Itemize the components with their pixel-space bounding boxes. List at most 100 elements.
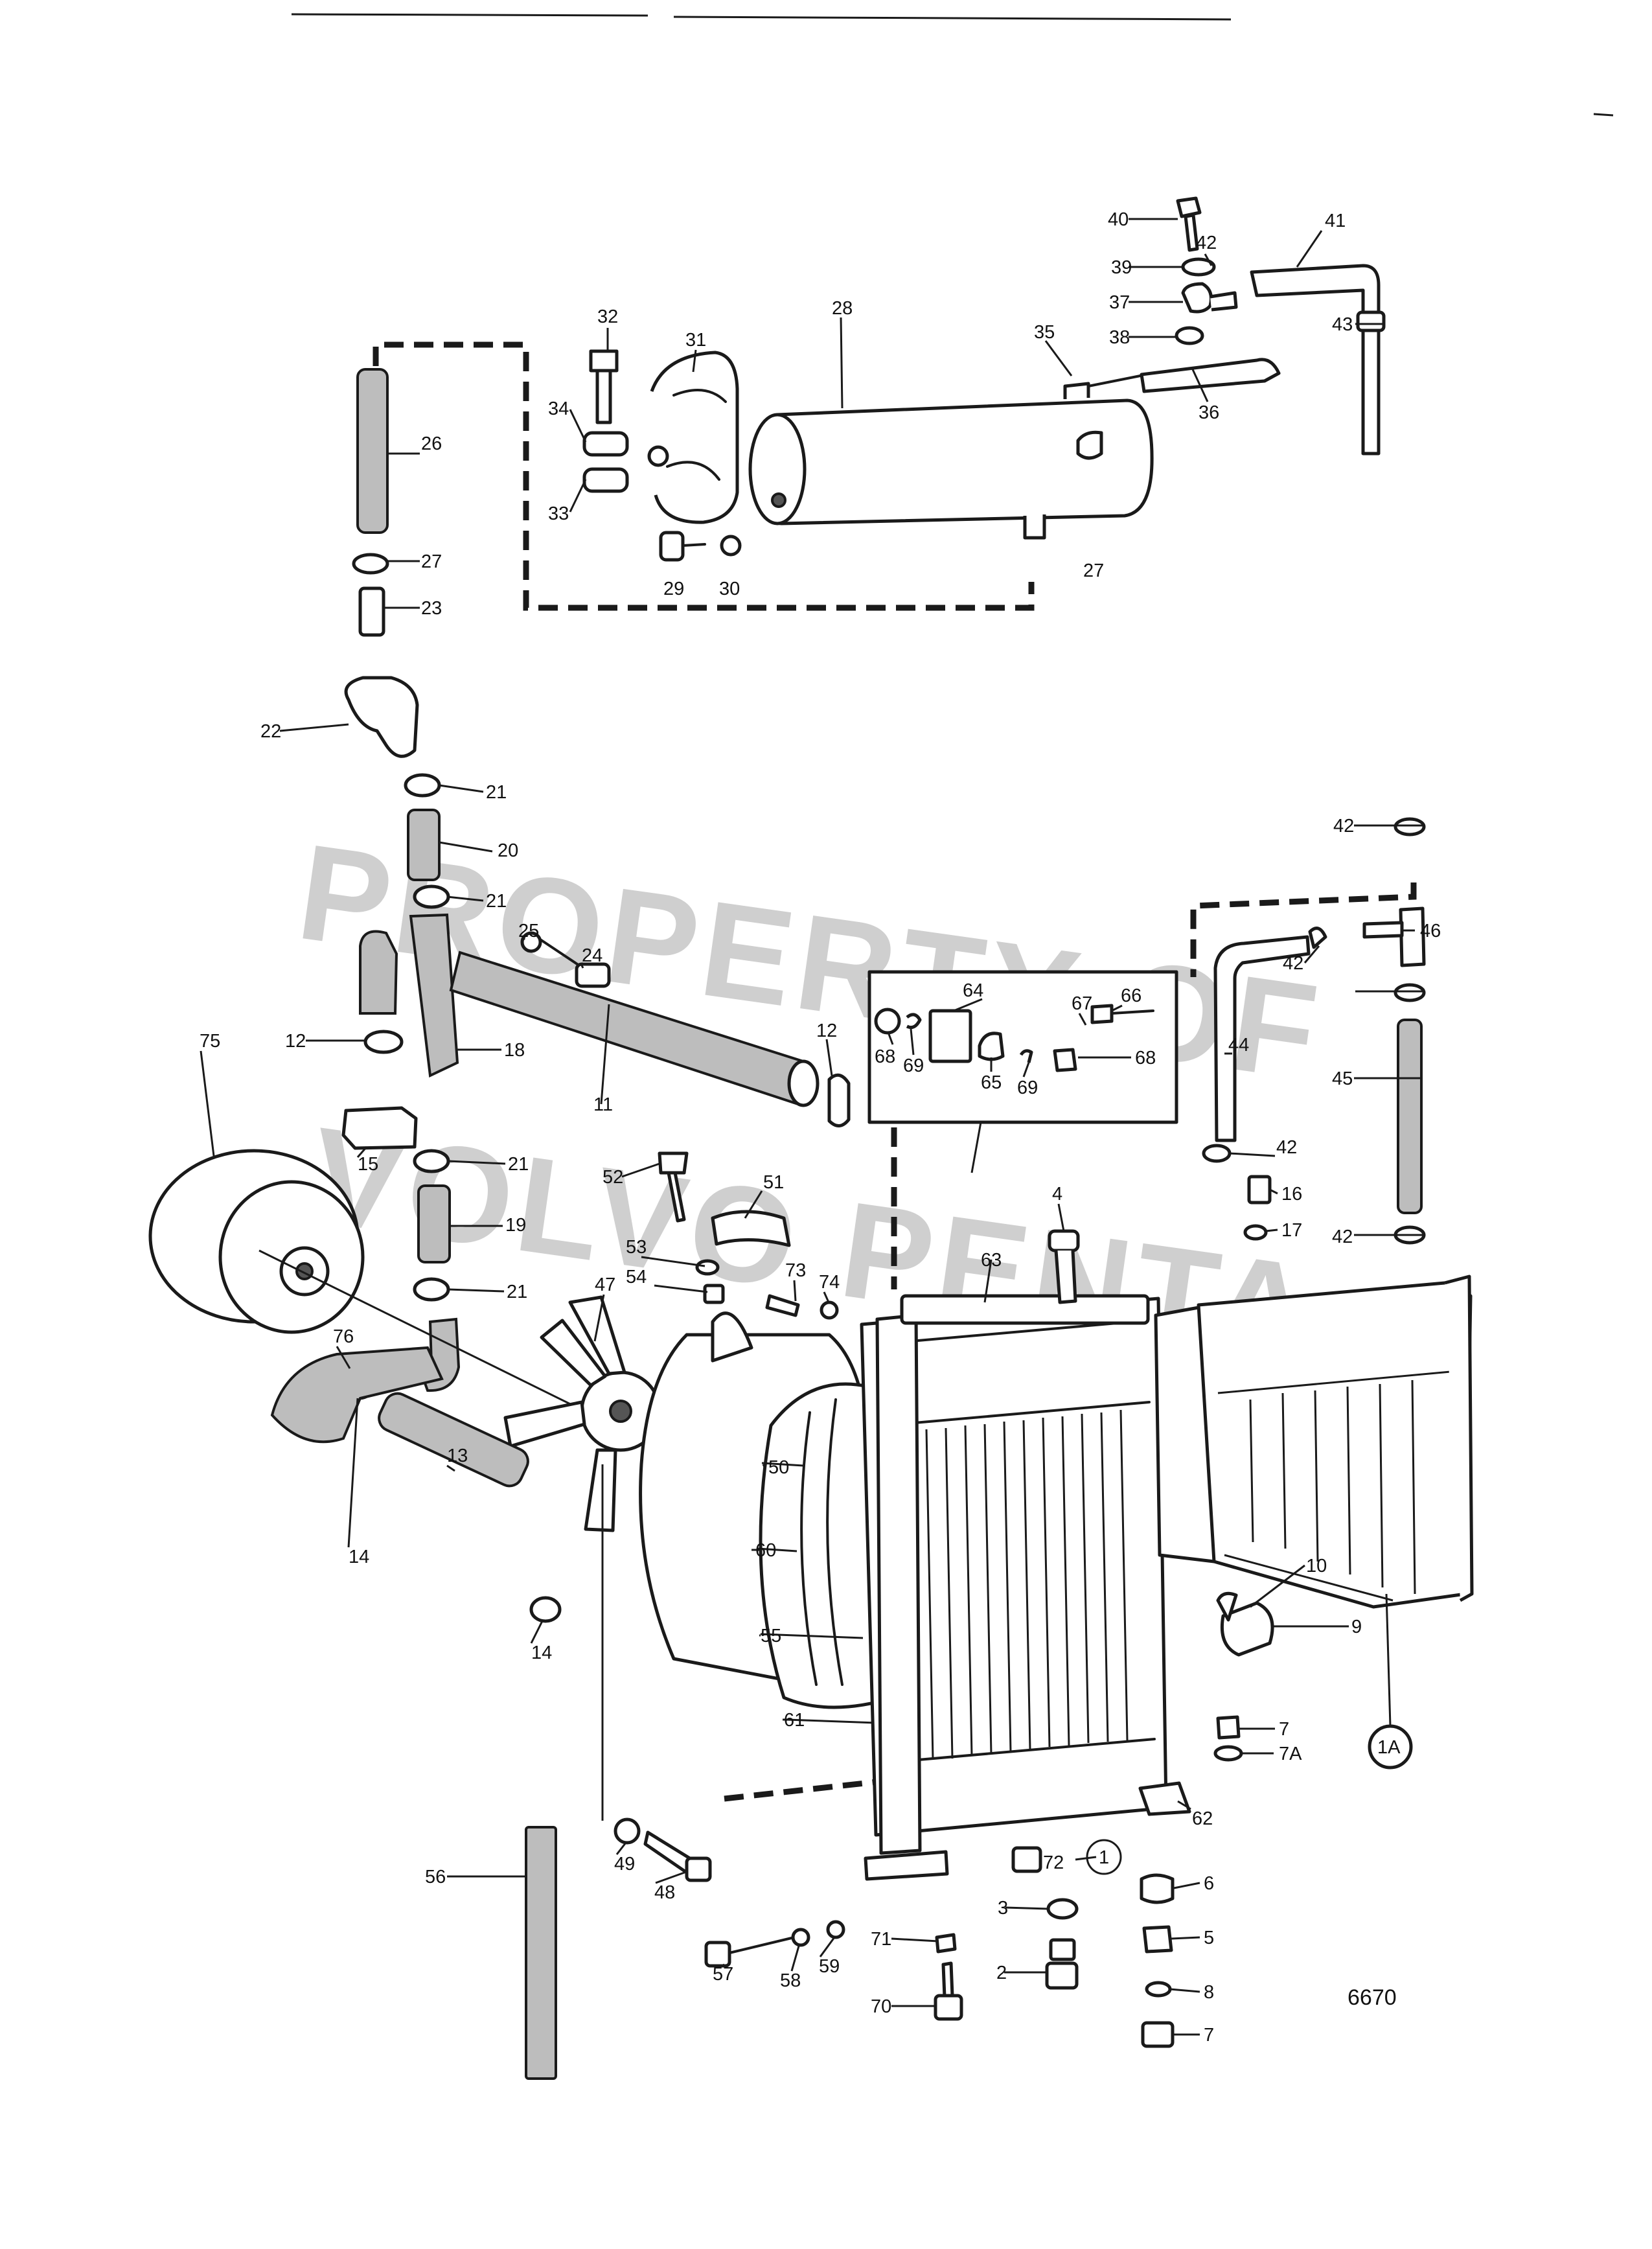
callout-21: 21 [486,782,507,803]
callout-61: 61 [784,1710,805,1731]
callout-9: 9 [1351,1617,1362,1637]
callout-15: 15 [358,1154,378,1175]
callout-71: 71 [871,1929,891,1950]
callout-35: 35 [1034,322,1055,343]
side-tank-fins [1249,1379,1416,1595]
drawing-number: 6670 [1348,1985,1397,2010]
callout-21: 21 [507,1282,527,1302]
callout-30: 30 [719,579,740,599]
callout-32: 32 [597,306,618,327]
callout-42: 42 [1276,1137,1297,1158]
callout-13: 13 [447,1446,468,1466]
tank-strap [647,351,739,524]
connecting-pipe [449,931,851,1127]
callout-2: 2 [996,1963,1007,1983]
callout-67: 67 [1072,993,1092,1014]
callout-45: 45 [1332,1068,1353,1089]
callout-46: 46 [1420,921,1441,941]
callout-27: 27 [421,551,442,572]
callout-62: 62 [1192,1808,1213,1829]
callout-11: 11 [593,1094,613,1115]
callout-42: 42 [1283,953,1303,974]
callout-18: 18 [504,1040,525,1061]
strap-bolt-assembly [582,349,742,562]
callout-64: 64 [963,980,983,1001]
callout-53: 53 [626,1237,647,1258]
callout-66: 66 [1121,986,1141,1006]
callout-42: 42 [1333,816,1354,836]
callout-12: 12 [285,1031,306,1052]
callout-75: 75 [200,1031,220,1052]
callout-4: 4 [1052,1184,1062,1205]
callout-14: 14 [531,1643,552,1663]
callout-74: 74 [819,1272,840,1293]
callout-24: 24 [582,945,602,966]
callout-43: 43 [1332,314,1353,335]
callout-14: 14 [349,1547,369,1567]
pulley [148,1149,648,1444]
callout-69: 69 [903,1055,924,1076]
callout-44: 44 [1228,1035,1249,1055]
callout-68: 68 [1135,1048,1156,1068]
callout-31: 31 [685,330,706,351]
callout-47: 47 [595,1274,615,1295]
callout-21: 21 [508,1154,529,1175]
callout-3: 3 [998,1898,1008,1919]
callout-19: 19 [505,1215,526,1236]
callout-28: 28 [832,298,853,319]
callout-76: 76 [333,1326,354,1347]
callout-1: 1 [1099,1847,1109,1868]
callout-58: 58 [780,1970,801,1991]
scan-edge-marks [291,13,1614,117]
callout-1-circle [1086,1839,1122,1875]
callout-56: 56 [425,1867,446,1887]
callout-42: 42 [1332,1227,1353,1247]
callout-8: 8 [1204,1982,1214,2003]
callout-27: 27 [1083,560,1104,581]
callout-65: 65 [981,1072,1002,1093]
callout-48: 48 [654,1882,675,1903]
callout-38: 38 [1109,327,1130,348]
callout-41: 41 [1325,211,1346,231]
callout-16: 16 [1281,1184,1302,1205]
callout-21: 21 [486,891,507,912]
callout-70: 70 [871,1996,891,2017]
callout-54: 54 [626,1267,647,1287]
callout-57: 57 [713,1964,733,1985]
part-callouts: 40 41 39 42 37 38 43 35 36 28 32 31 34 3… [200,209,1441,2046]
callout-36: 36 [1199,402,1219,423]
radiator [860,1229,1191,1881]
expansion-tank [748,382,1154,540]
side-tank [1154,1274,1474,1770]
detail-inset [867,970,1178,1173]
callout-34: 34 [548,398,569,419]
callout-73: 73 [785,1260,806,1281]
callout-6: 6 [1204,1873,1214,1894]
callout-37: 37 [1109,292,1130,313]
callout-1A: 1A [1377,1737,1401,1758]
callout-10: 10 [1306,1556,1327,1576]
callout-55: 55 [761,1626,781,1646]
mounting-hardware [270,1151,1274,2080]
callout-17: 17 [1281,1220,1302,1241]
callout-68: 68 [875,1046,895,1067]
fan-shroud [639,1311,896,1725]
callout-59: 59 [819,1956,840,1977]
callout-40: 40 [1108,209,1129,230]
callout-72: 72 [1043,1852,1064,1873]
callout-20: 20 [498,840,518,861]
callout-7A: 7A [1279,1744,1302,1764]
callout-5: 5 [1204,1928,1214,1948]
callout-42: 42 [1196,233,1217,253]
callout-39: 39 [1111,257,1132,278]
callout-60: 60 [755,1540,776,1561]
callout-22: 22 [260,721,281,742]
callout-23: 23 [421,598,442,619]
callout-26: 26 [421,433,442,454]
callout-49: 49 [614,1854,635,1874]
callout-63: 63 [981,1250,1002,1271]
callout-29: 29 [663,579,684,599]
leader-lines [200,218,1424,2036]
right-hose-chain [1202,817,1426,1245]
